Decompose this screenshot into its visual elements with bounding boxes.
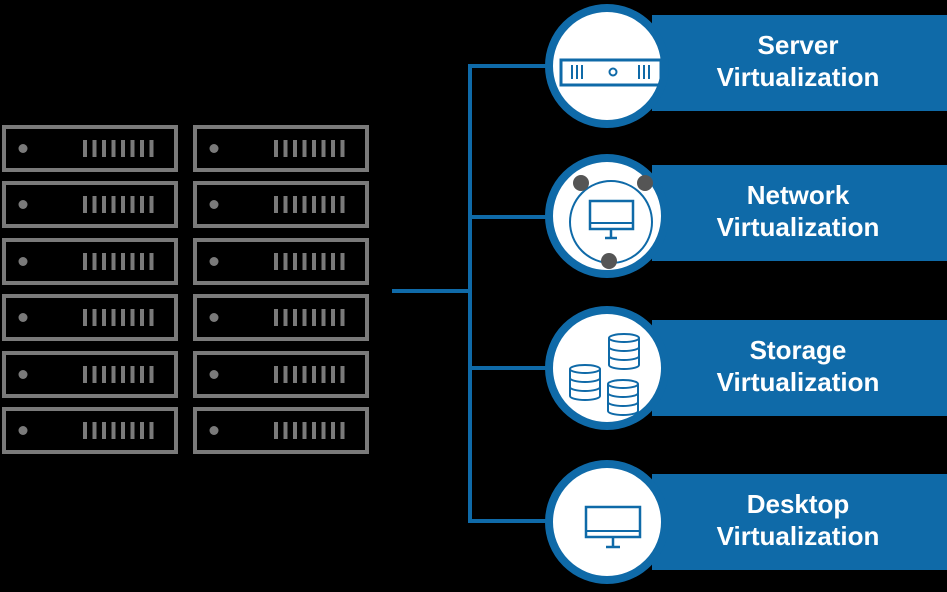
database-cylinder-icon [569, 364, 601, 401]
server-unit [2, 238, 178, 285]
label-server-virtualization: Server Virtualization [660, 29, 936, 93]
label-desktop-virtualization: Desktop Virtualization [660, 488, 936, 552]
server-unit [2, 181, 178, 228]
database-cylinder-icon [607, 379, 639, 416]
connector-lines [392, 64, 552, 523]
database-stack-icon [569, 333, 640, 416]
server-rack [2, 125, 369, 454]
label-network-virtualization: Network Virtualization [660, 179, 936, 243]
server-unit [2, 351, 178, 398]
monitor-icon [584, 505, 642, 549]
banner-server [652, 15, 947, 111]
server-unit [2, 407, 178, 454]
server-unit [193, 407, 369, 454]
circle-desktop [545, 460, 669, 584]
banner-network [652, 165, 947, 261]
label-storage-virtualization: Storage Virtualization [660, 334, 936, 398]
server-unit [193, 351, 369, 398]
label-line1: Storage [749, 335, 847, 365]
server-unit [193, 238, 369, 285]
label-line1: Desktop [746, 489, 850, 519]
network-node-dot [601, 253, 617, 269]
database-cylinder-icon [608, 333, 640, 370]
banner-desktop [652, 474, 947, 570]
label-line2: Virtualization [716, 62, 880, 92]
network-monitor-icon [569, 175, 653, 269]
label-line2: Virtualization [716, 212, 880, 242]
server-unit [193, 125, 369, 172]
circle-server [545, 4, 669, 128]
server-unit [193, 181, 369, 228]
circle-network [545, 154, 669, 278]
server-unit [193, 294, 369, 341]
network-node-dot [573, 175, 589, 191]
label-line2: Virtualization [716, 521, 880, 551]
label-line2: Virtualization [716, 367, 880, 397]
server-icon [559, 58, 663, 87]
banner-storage [652, 320, 947, 416]
circle-storage [545, 306, 669, 430]
label-line1: Server [757, 30, 839, 60]
network-node-dot [637, 175, 653, 191]
server-unit [2, 294, 178, 341]
label-line1: Network [746, 180, 850, 210]
server-unit [2, 125, 178, 172]
